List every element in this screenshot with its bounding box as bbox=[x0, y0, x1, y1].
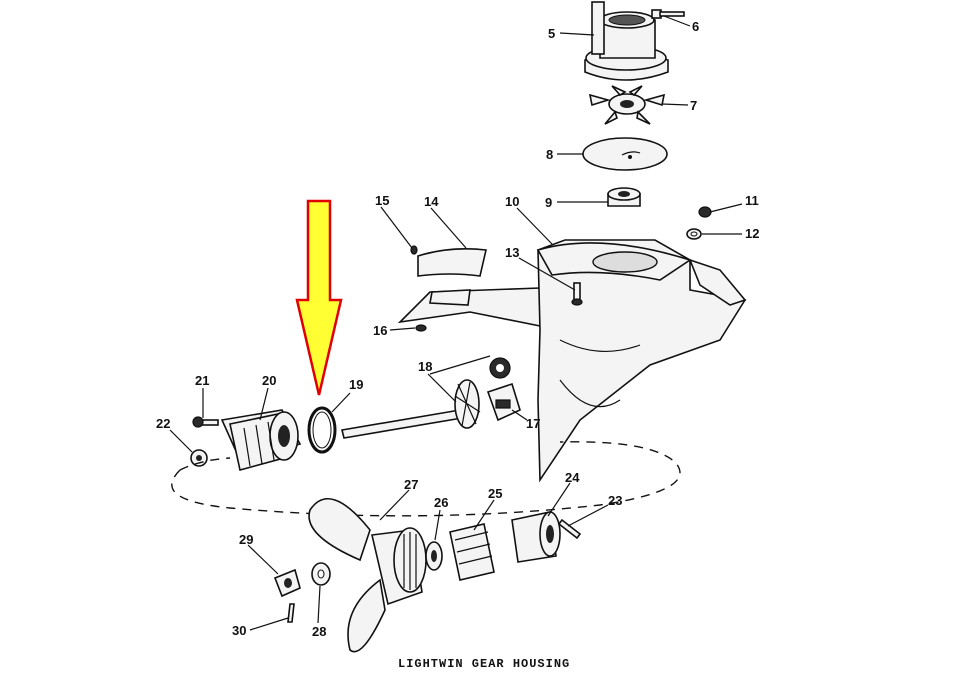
part-6-screw bbox=[651, 9, 685, 19]
label-part-18: 18 bbox=[418, 359, 432, 374]
label-part-21: 21 bbox=[195, 373, 209, 388]
label-part-14: 14 bbox=[424, 194, 439, 209]
label-part-7: 7 bbox=[690, 98, 697, 113]
part-13-stud bbox=[571, 282, 583, 306]
part-23-pin bbox=[557, 518, 582, 540]
label-part-25: 25 bbox=[488, 486, 502, 501]
part-24-bearing bbox=[511, 511, 561, 563]
label-part-20: 20 bbox=[262, 373, 276, 388]
label-part-17: 17 bbox=[526, 416, 540, 431]
part-21-screw bbox=[192, 416, 219, 428]
part-27-propeller bbox=[308, 498, 427, 653]
part-25-gear bbox=[449, 523, 495, 581]
part-12-washer bbox=[686, 228, 702, 240]
label-part-28: 28 bbox=[312, 624, 326, 639]
part-18-shaft-and-gear bbox=[341, 357, 511, 439]
label-part-13: 13 bbox=[505, 245, 519, 260]
part-15-screw bbox=[410, 245, 418, 255]
part-9-bushing bbox=[607, 187, 641, 207]
part-8-plate bbox=[582, 137, 668, 171]
label-part-30: 30 bbox=[232, 623, 246, 638]
part-5-pump-housing bbox=[584, 1, 669, 81]
part-7-impeller bbox=[588, 85, 666, 125]
part-17-clutch-dog bbox=[486, 382, 521, 422]
part-14-plate bbox=[417, 248, 487, 277]
label-part-22: 22 bbox=[156, 416, 170, 431]
part-19-o-ring bbox=[307, 406, 337, 454]
part-29-nut bbox=[273, 568, 301, 598]
label-part-24: 24 bbox=[565, 470, 580, 485]
part-30-cotter-pin bbox=[287, 603, 295, 623]
part-16-screw bbox=[415, 324, 427, 332]
assembly-dashed-path bbox=[171, 441, 681, 517]
label-part-23: 23 bbox=[608, 493, 622, 508]
label-part-8: 8 bbox=[546, 147, 553, 162]
assembly-dashed-path-top bbox=[179, 457, 231, 471]
highlight-arrow bbox=[295, 199, 343, 396]
label-part-19: 19 bbox=[349, 377, 363, 392]
part-28-washer bbox=[311, 562, 331, 586]
label-part-29: 29 bbox=[239, 532, 253, 547]
label-part-16: 16 bbox=[373, 323, 387, 338]
label-part-10: 10 bbox=[505, 194, 519, 209]
leader-lines bbox=[169, 15, 743, 631]
label-part-26: 26 bbox=[434, 495, 448, 510]
label-part-5: 5 bbox=[548, 26, 555, 41]
diagram-caption: LIGHTWIN GEAR HOUSING bbox=[398, 657, 570, 671]
label-part-6: 6 bbox=[692, 19, 699, 34]
label-part-11: 11 bbox=[745, 193, 759, 208]
part-26-washer bbox=[425, 541, 443, 571]
label-part-15: 15 bbox=[375, 193, 389, 208]
label-part-27: 27 bbox=[404, 477, 418, 492]
label-part-9: 9 bbox=[545, 195, 552, 210]
part-11-screw bbox=[698, 206, 712, 218]
label-part-12: 12 bbox=[745, 226, 759, 241]
part-number-labels: 5 6 7 8 9 10 11 12 13 14 15 16 17 18 19 … bbox=[156, 19, 759, 639]
part-20-bearing-housing bbox=[220, 409, 302, 471]
part-10-gear-housing bbox=[397, 239, 747, 483]
